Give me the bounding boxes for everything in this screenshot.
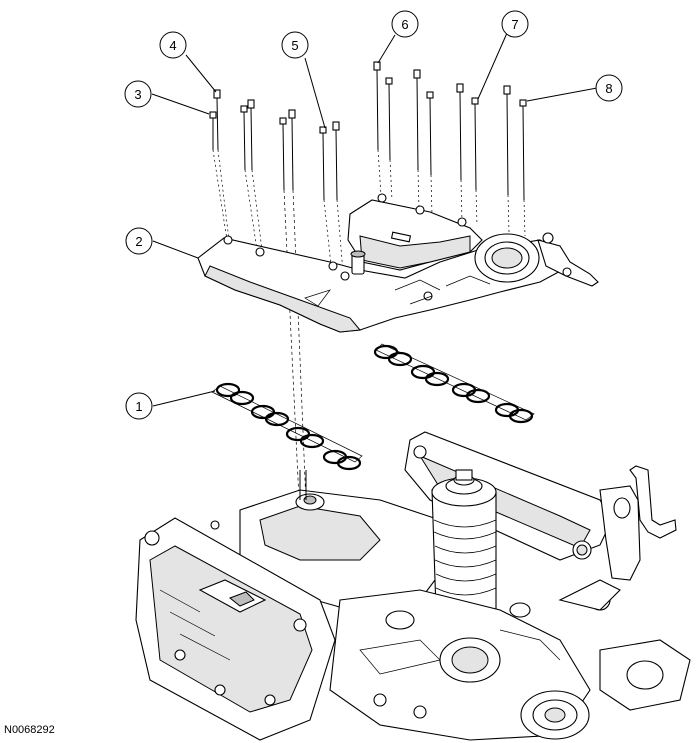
callout-number: 7 (511, 17, 518, 32)
bolt (209, 111, 228, 241)
callout-number: 6 (401, 17, 408, 32)
callout-number: 2 (135, 234, 142, 249)
bolt (519, 99, 527, 237)
callout-7: 7 (501, 10, 529, 38)
bolt (213, 89, 230, 241)
callout-leaders (151, 32, 598, 407)
bolt (471, 97, 479, 226)
bolt (279, 117, 301, 521)
callout-6: 6 (391, 10, 419, 38)
callout-number: 4 (169, 38, 176, 53)
callout-8: 8 (595, 74, 623, 102)
bolt (426, 91, 434, 216)
callout-number: 8 (605, 81, 612, 96)
oil-filter-housing (431, 469, 497, 623)
callout-number: 1 (135, 399, 142, 414)
callout-4: 4 (159, 31, 187, 59)
intake-gaskets-right (373, 343, 535, 424)
manifold-bolts (209, 61, 527, 601)
engine-assembly (135, 431, 691, 741)
intake-manifold (197, 193, 599, 333)
bolt (456, 83, 464, 223)
callout-1: 1 (125, 392, 153, 420)
bolt (385, 77, 393, 201)
bolt (247, 99, 263, 251)
callout-3: 3 (124, 80, 152, 108)
bolt (319, 126, 332, 266)
callout-number: 5 (291, 38, 298, 53)
intake-gaskets-left (211, 382, 363, 471)
bolt (413, 69, 421, 211)
bolt (503, 85, 511, 233)
bolt (240, 105, 258, 251)
callout-2: 2 (125, 227, 153, 255)
callout-5: 5 (281, 31, 309, 59)
figure-id: N0068292 (4, 724, 55, 736)
bolt (332, 121, 344, 273)
callout-number: 3 (134, 87, 141, 102)
bolt (373, 61, 382, 196)
